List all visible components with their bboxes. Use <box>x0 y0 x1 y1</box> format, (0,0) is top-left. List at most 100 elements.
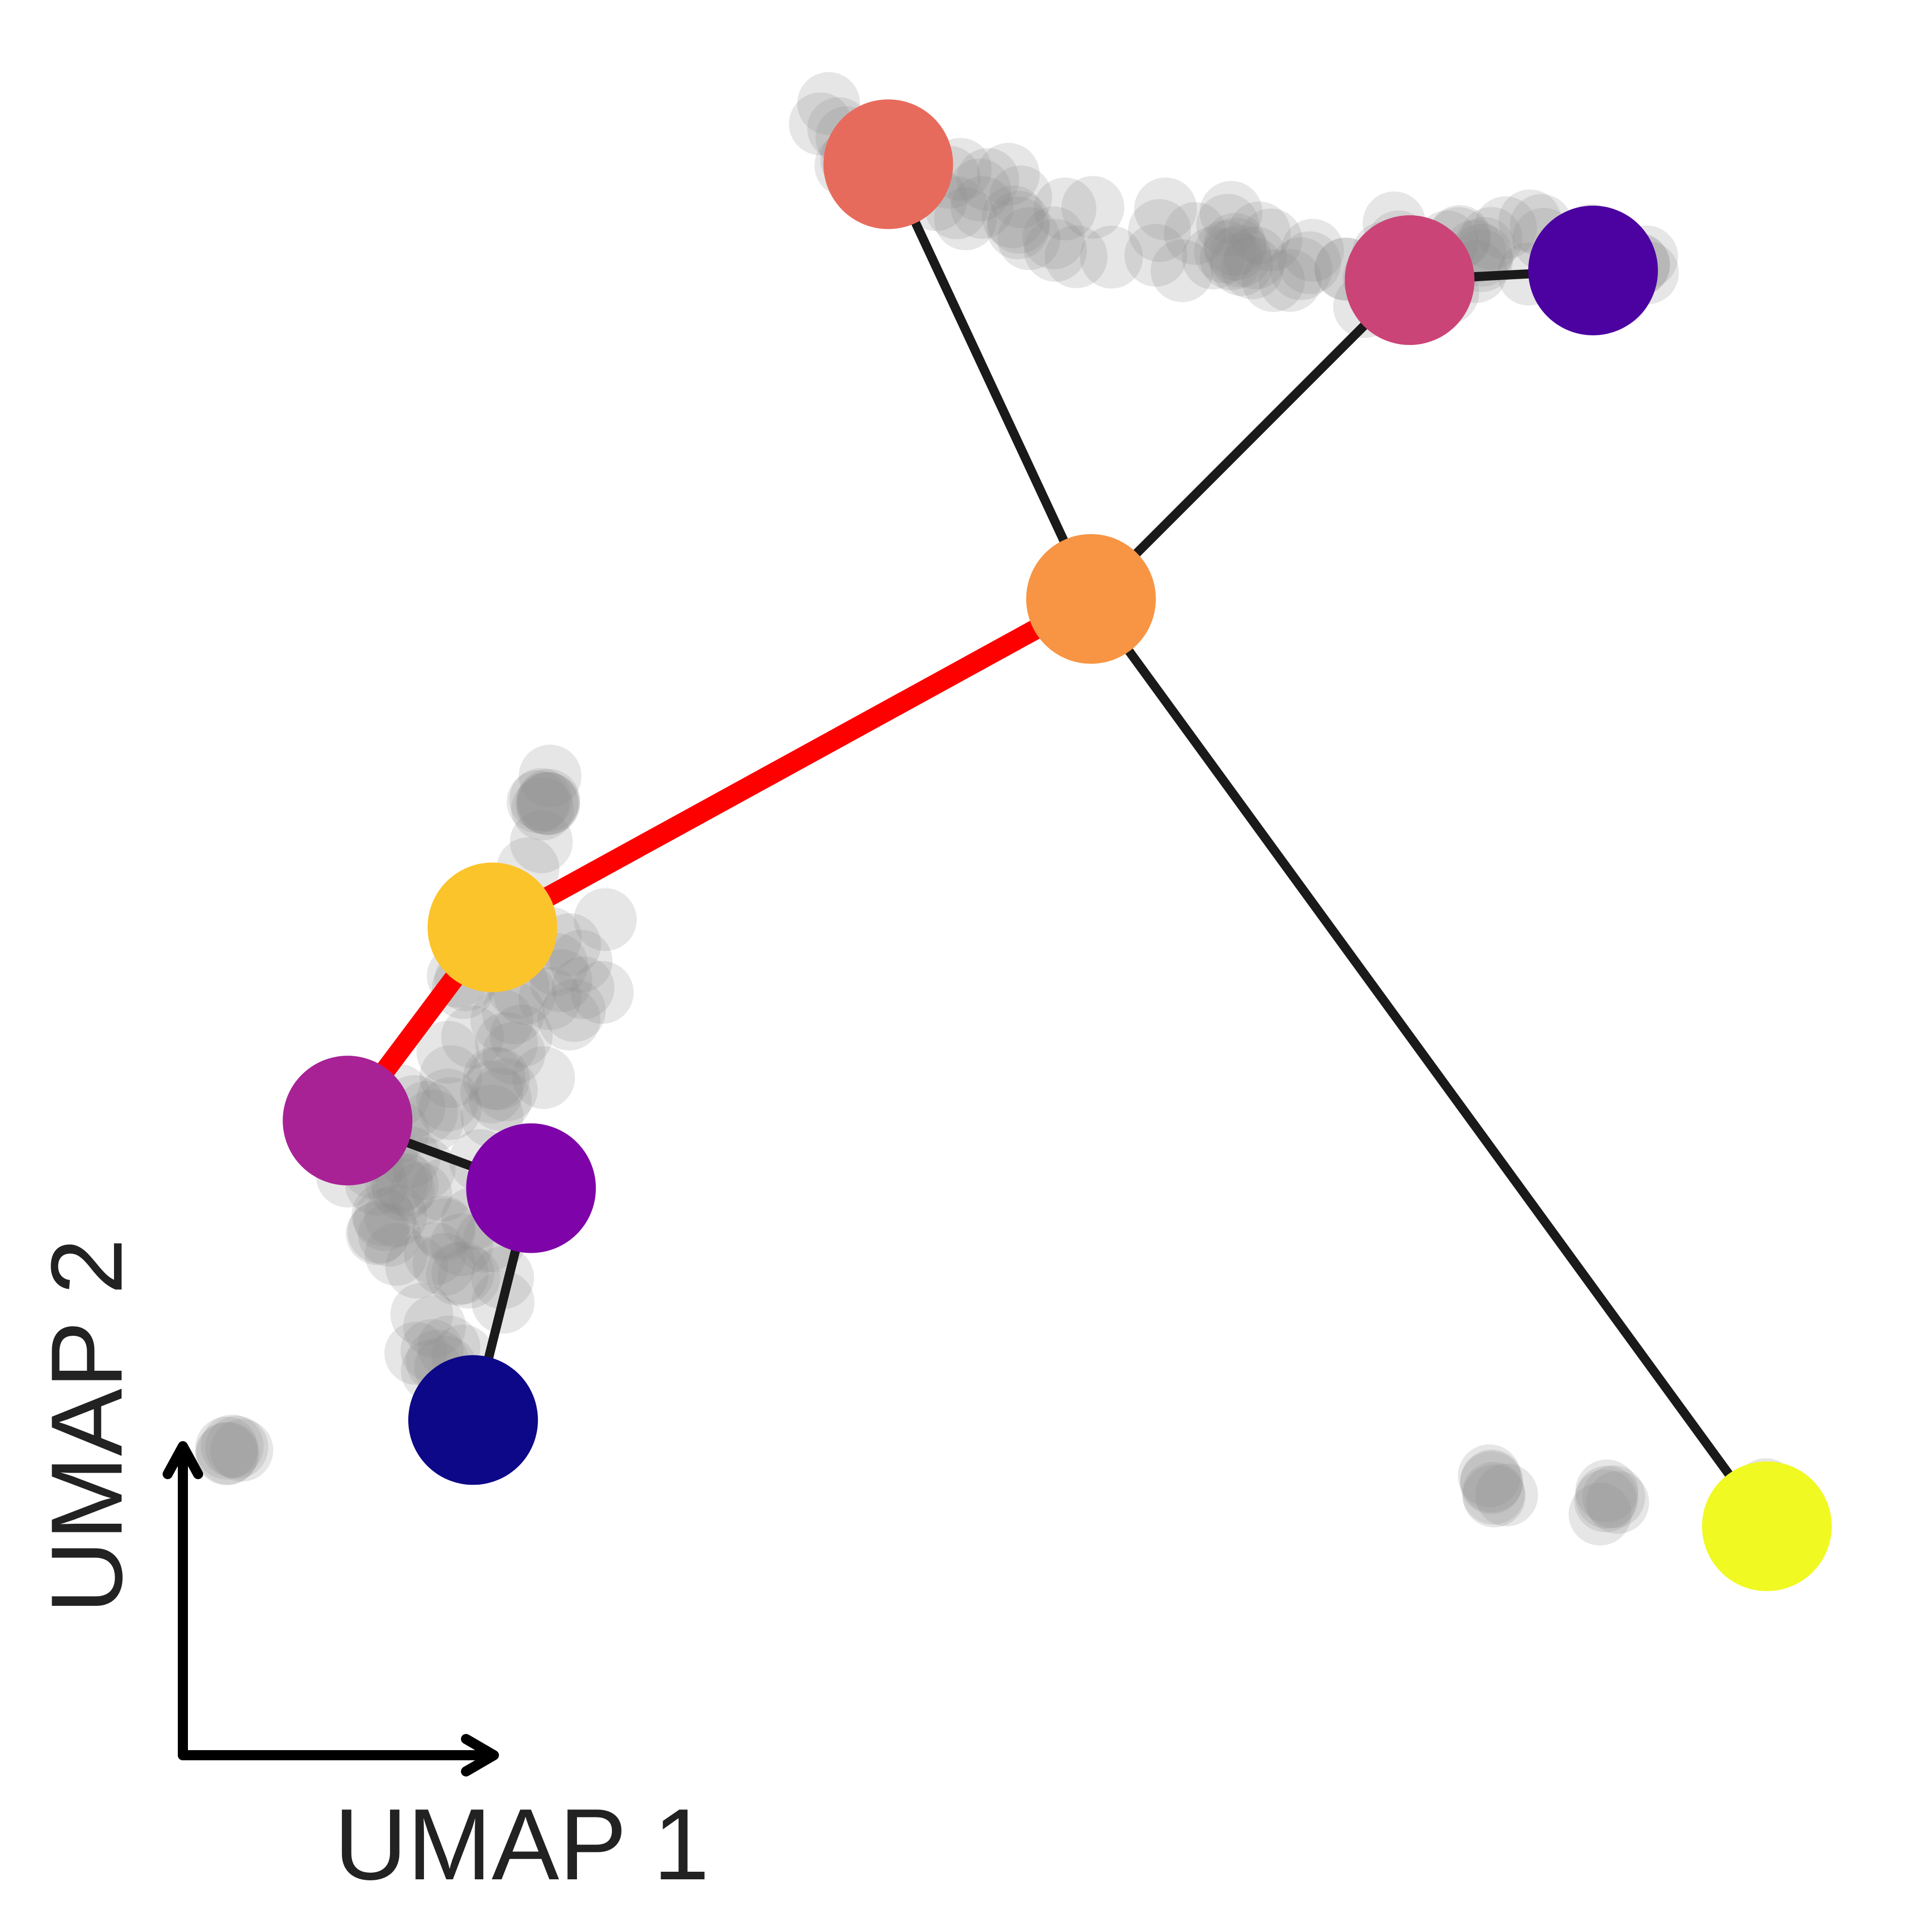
trajectory-edge-n2-n4 <box>1088 277 1413 602</box>
cell-point <box>1278 231 1341 294</box>
cell-point <box>986 196 1050 259</box>
cell-point <box>403 1295 466 1358</box>
cell-point <box>413 1198 476 1261</box>
trajectory-node-n7 <box>466 1123 596 1253</box>
cell-point <box>416 1021 480 1084</box>
cell-point <box>1150 239 1214 302</box>
cell-point <box>205 1416 268 1479</box>
cell-point <box>475 1058 538 1122</box>
cell-point <box>977 143 1040 206</box>
cell-point <box>511 777 574 840</box>
cell-point <box>358 1204 421 1267</box>
cell-point <box>462 1047 526 1110</box>
cell-point <box>1134 177 1197 241</box>
cell-cluster-small-right-1 <box>1458 1444 1538 1528</box>
cell-point <box>987 190 1051 254</box>
cell-point <box>411 1195 475 1259</box>
cell-point <box>390 1283 453 1346</box>
cell-point <box>1033 177 1097 241</box>
cell-point <box>1227 201 1291 264</box>
cell-point <box>1475 1463 1538 1527</box>
trajectory-nodes-layer <box>283 99 1832 1592</box>
cell-point <box>467 1047 530 1110</box>
cell-point <box>431 1242 494 1305</box>
cell-point <box>364 1184 427 1248</box>
cell-point <box>490 1004 553 1068</box>
cell-point <box>934 187 997 251</box>
cell-point <box>997 207 1061 271</box>
cell-point <box>418 1077 482 1140</box>
cell-point <box>426 1243 489 1306</box>
cell-point <box>1024 219 1087 282</box>
cell-point <box>1128 199 1191 262</box>
cell-point <box>347 1200 411 1263</box>
cell-point <box>510 810 573 873</box>
cell-cluster-small-right-2 <box>1568 1459 1649 1545</box>
cell-point <box>1061 176 1125 239</box>
cell-point <box>375 1153 439 1217</box>
cell-point <box>1574 1469 1637 1532</box>
cell-point <box>1462 1461 1525 1525</box>
cell-point <box>1200 227 1263 290</box>
cell-point <box>1281 219 1344 282</box>
cell-point <box>951 176 1014 239</box>
cell-point <box>1209 224 1272 288</box>
cell-point <box>482 1022 546 1085</box>
cell-point <box>982 185 1045 249</box>
cell-point <box>1182 226 1245 290</box>
cell-point <box>1575 1465 1639 1529</box>
cell-point <box>509 768 572 831</box>
cell-point <box>1022 206 1086 269</box>
cell-point <box>550 930 613 993</box>
y-axis-label: UMAP 2 <box>30 1238 143 1613</box>
cell-point <box>201 1414 264 1478</box>
cell-point <box>1462 1464 1526 1528</box>
cell-point <box>570 961 634 1024</box>
cell-point <box>1269 237 1333 300</box>
cell-point <box>1459 207 1523 270</box>
cell-point <box>1204 217 1267 281</box>
cell-point <box>543 979 606 1042</box>
cell-point <box>1582 1465 1645 1528</box>
cell-point <box>460 1060 523 1124</box>
cell-point <box>385 1235 448 1299</box>
cell-point <box>404 1222 467 1285</box>
cell-point <box>389 1162 452 1225</box>
trajectory-node-n4 <box>1026 534 1156 664</box>
cell-point <box>353 1188 416 1251</box>
cell-point <box>437 1246 500 1309</box>
cell-point <box>195 1422 258 1486</box>
cell-point <box>210 1418 274 1482</box>
cell-point <box>482 981 545 1045</box>
cell-point <box>1474 196 1537 259</box>
cell-point <box>512 1046 575 1109</box>
highlighted-trajectory-edge-n4-n5 <box>487 590 1096 937</box>
cell-point <box>195 1416 258 1480</box>
cell-point <box>517 772 581 835</box>
trajectory-node-n9 <box>1702 1461 1832 1592</box>
cell-point <box>1460 1451 1523 1515</box>
cell-point <box>470 989 533 1052</box>
cell-point <box>517 768 581 832</box>
cell-point <box>518 967 582 1030</box>
cell-point <box>1080 225 1143 289</box>
cell-point <box>518 745 582 808</box>
cell-point <box>384 1322 447 1385</box>
cell-point <box>1458 1444 1521 1508</box>
x-axis-label: UMAP 1 <box>334 1788 709 1901</box>
cell-cluster-small-left <box>195 1414 274 1486</box>
trajectory-edge-n1-n4 <box>884 162 1095 601</box>
trajectory-node-n8 <box>408 1355 538 1485</box>
cell-point <box>196 1421 259 1485</box>
cell-point <box>1164 202 1227 265</box>
cell-point <box>537 987 601 1051</box>
trajectory-node-n6 <box>283 1056 413 1186</box>
cell-point <box>365 1223 428 1286</box>
cell-point <box>552 956 615 1019</box>
cell-point <box>1586 1471 1649 1534</box>
cell-point <box>1045 225 1108 288</box>
trajectory-node-n1 <box>823 99 953 229</box>
axis-arrows <box>163 1441 499 1776</box>
cell-point <box>430 1213 493 1277</box>
